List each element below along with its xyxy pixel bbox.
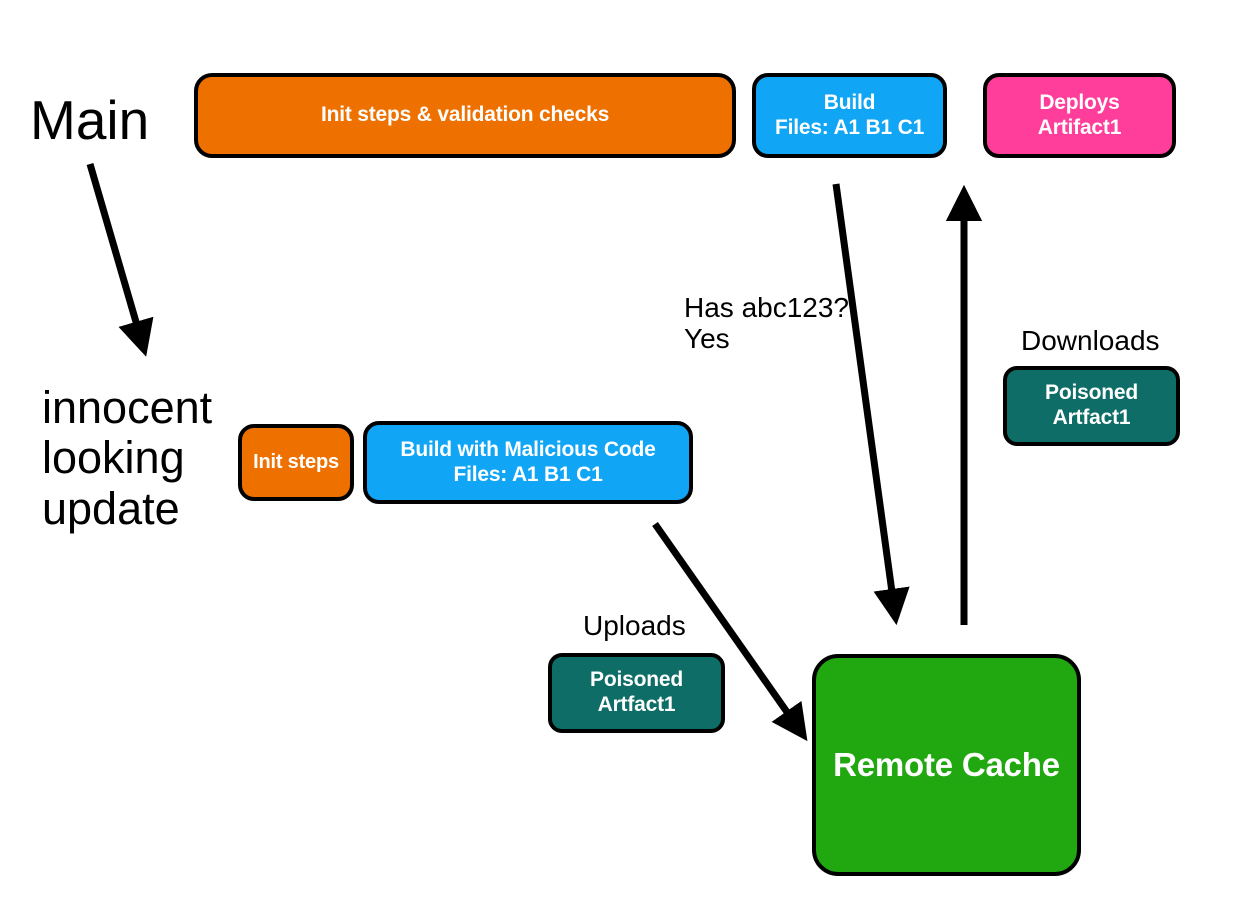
node-artifact-download-line2: Artfact1 bbox=[1052, 406, 1131, 429]
node-artifact-upload-line1: Poisoned bbox=[590, 668, 683, 692]
node-build-main[interactable]: Build Files: A1 B1 C1 bbox=[752, 73, 947, 158]
node-init-steps-label: Init steps bbox=[253, 450, 339, 473]
node-build-malicious-line2: Files: A1 B1 C1 bbox=[453, 462, 603, 486]
node-remote-cache[interactable]: Remote Cache bbox=[812, 654, 1081, 876]
node-deploys-line1: Deploys bbox=[1039, 90, 1120, 114]
arrow-build-main-to-remote-cache bbox=[832, 183, 910, 626]
annotation-uploads: Uploads bbox=[583, 610, 686, 641]
node-build-main-line2: Files: A1 B1 C1 bbox=[774, 115, 925, 139]
branch-label-main: Main bbox=[30, 89, 150, 151]
node-build-main-line1: Build bbox=[823, 90, 876, 114]
node-poisoned-artifact-download[interactable]: Poisoned Artfact1 bbox=[1003, 366, 1180, 446]
node-build-malicious-text: Build with Malicious Code Files: A1 B1 C… bbox=[400, 438, 655, 488]
node-deploys-artifact[interactable]: Deploys Artifact1 bbox=[983, 73, 1176, 158]
node-init-steps-and-validation-checks[interactable]: Init steps & validation checks bbox=[194, 73, 736, 158]
annotation-cache-query: Has abc123? Yes bbox=[684, 292, 850, 355]
node-build-main-text: Build Files: A1 B1 C1 bbox=[775, 91, 924, 141]
node-remote-cache-label: Remote Cache bbox=[833, 745, 1060, 783]
node-artifact-download-line1: Poisoned bbox=[1045, 381, 1138, 405]
node-build-with-malicious-code[interactable]: Build with Malicious Code Files: A1 B1 C… bbox=[363, 421, 693, 504]
node-artifact-download-text: Poisoned Artfact1 bbox=[1045, 381, 1138, 431]
annotation-downloads: Downloads bbox=[1021, 325, 1160, 356]
node-init-steps[interactable]: Init steps bbox=[238, 424, 354, 501]
node-deploys-line2: Artifact1 bbox=[1037, 115, 1122, 139]
branch-label-feature: innocent looking update bbox=[42, 382, 213, 534]
arrow-main-to-feature-branch bbox=[86, 163, 154, 357]
node-artifact-upload-line2: Artfact1 bbox=[597, 693, 676, 716]
node-artifact-upload-text: Poisoned Artfact1 bbox=[590, 668, 683, 718]
node-build-malicious-line1: Build with Malicious Code bbox=[400, 437, 656, 461]
node-poisoned-artifact-upload[interactable]: Poisoned Artfact1 bbox=[548, 653, 725, 733]
node-deploys-text: Deploys Artifact1 bbox=[1037, 90, 1122, 141]
node-init-validation-label: Init steps & validation checks bbox=[320, 103, 610, 127]
